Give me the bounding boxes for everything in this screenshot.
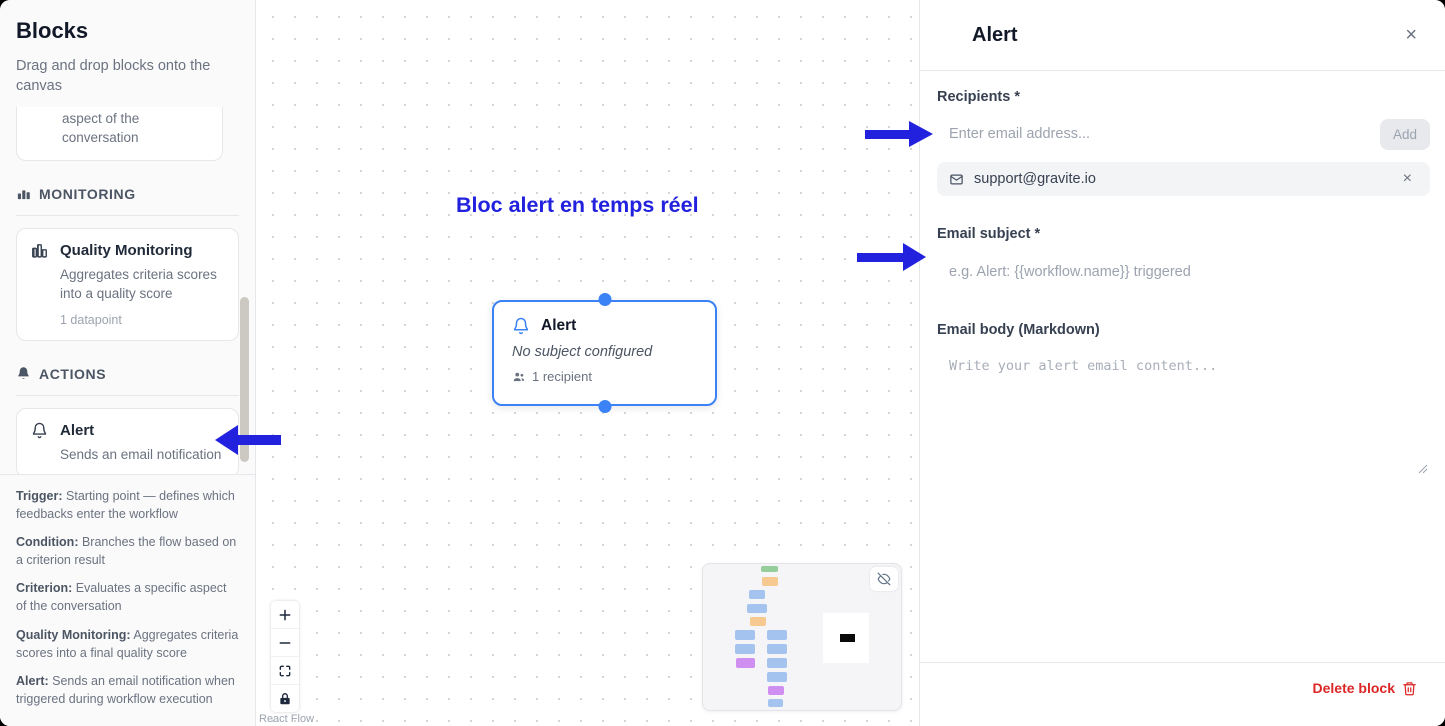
node-handle-bottom[interactable] — [598, 400, 611, 413]
block-card-alert[interactable]: Alert Sends an email notification — [16, 407, 239, 474]
section-header-actions: ACTIONS — [16, 366, 239, 382]
email-body-label: Email body (Markdown) — [937, 322, 1100, 338]
resize-grip-icon[interactable] — [1418, 464, 1428, 474]
legend-item: Trigger: Starting point — defines which … — [16, 488, 235, 521]
lock-icon — [280, 692, 290, 704]
minimap-toggle-button[interactable] — [870, 567, 898, 591]
minimap-node — [735, 644, 755, 654]
alert-card-head: Alert — [31, 422, 224, 439]
bell-icon — [18, 367, 29, 380]
delete-block-label: Delete block — [1312, 680, 1395, 696]
alert-card-description: Sends an email notification — [60, 446, 222, 462]
bell-icon — [32, 422, 47, 439]
minimap-node — [735, 630, 755, 640]
email-subject-label: Email subject * — [937, 226, 1041, 242]
minimap-node — [761, 566, 778, 572]
trash-icon — [1403, 681, 1416, 695]
section-header-monitoring: MONITORING — [16, 186, 239, 202]
quality-card-title: Quality Monitoring — [60, 241, 193, 259]
zoom-in-button[interactable] — [271, 601, 299, 629]
bar-chart-icon — [17, 190, 30, 200]
minimap-node — [736, 658, 755, 668]
minimap-node — [749, 590, 765, 599]
block-legend: Trigger: Starting point — defines which … — [0, 473, 255, 726]
minimap-node — [767, 644, 787, 654]
recipient-input-row: Add — [937, 118, 1430, 150]
sidebar-subtitle: Drag and drop blocks onto the canvas — [16, 58, 211, 95]
react-flow-attribution[interactable]: React Flow — [259, 713, 315, 725]
panel-header: Alert × — [920, 0, 1445, 71]
remove-recipient-button[interactable]: × — [1397, 170, 1418, 188]
alert-node[interactable]: Alert No subject configured 1 recipient — [492, 293, 717, 413]
minimap-node — [762, 577, 778, 586]
alert-node-title: Alert — [541, 317, 577, 334]
legend-item: Quality Monitoring: Aggregates criteria … — [16, 627, 239, 660]
annotation-title: Bloc alert en temps réel — [456, 193, 699, 217]
partial-card-text: aspect of the conversation — [62, 110, 140, 146]
users-icon — [513, 372, 525, 381]
minimap-node — [747, 604, 767, 613]
delete-block-button[interactable]: Delete block — [1307, 679, 1423, 697]
section-actions-label: ACTIONS — [39, 365, 107, 382]
panel-footer: Delete block — [920, 662, 1445, 726]
recipient-chip: support@gravite.io × — [937, 162, 1430, 196]
blocks-sidebar: Blocks Drag and drop blocks onto the can… — [0, 0, 256, 726]
fit-view-button[interactable] — [271, 657, 299, 685]
eye-off-icon — [877, 572, 891, 586]
alert-node-recipients: 1 recipient — [512, 369, 700, 384]
quality-card-description: Aggregates criteria scores into a qualit… — [60, 266, 217, 302]
flow-controls — [271, 601, 299, 712]
minimap-node — [767, 658, 787, 668]
minimap-node — [768, 699, 783, 707]
minimap-node — [750, 617, 766, 626]
minimap-node — [767, 630, 787, 640]
sidebar-title: Blocks — [16, 18, 89, 43]
section-monitoring-label: MONITORING — [39, 185, 136, 202]
legend-item: Alert: Sends an email notification when … — [16, 673, 235, 706]
quality-card-meta: 1 datapoint — [60, 312, 122, 327]
flow-canvas[interactable]: Bloc alert en temps réel Alert No subjec… — [256, 0, 919, 726]
email-subject-input[interactable] — [937, 255, 1430, 289]
zoom-out-button[interactable] — [271, 629, 299, 657]
minimap[interactable] — [702, 563, 902, 711]
close-panel-button[interactable]: × — [1399, 24, 1423, 46]
envelope-icon — [950, 174, 963, 184]
fit-view-icon — [279, 665, 291, 676]
alert-node-subtitle: No subject configured — [512, 344, 653, 360]
sidebar-header: Blocks Drag and drop blocks onto the can… — [0, 0, 255, 97]
email-address-input[interactable] — [937, 118, 1372, 150]
recipients-label: Recipients * — [937, 89, 1020, 105]
legend-item: Criterion: Evaluates a specific aspect o… — [16, 581, 227, 614]
alert-node-head: Alert — [512, 317, 700, 335]
email-body-wrap — [937, 349, 1430, 474]
minimap-current-node — [840, 634, 855, 642]
alert-node-recipients-label: 1 recipient — [532, 369, 592, 384]
panel-title: Alert — [972, 23, 1018, 46]
plus-icon — [279, 609, 291, 620]
node-handle-top[interactable] — [598, 293, 611, 306]
recipient-email: support@gravite.io — [974, 171, 1096, 187]
alert-config-panel: Alert × Recipients * Add support@gravite… — [919, 0, 1445, 726]
minimap-node — [768, 686, 784, 695]
sidebar-scrollbar-thumb[interactable] — [240, 297, 249, 462]
lock-button[interactable] — [271, 685, 299, 712]
bell-icon — [513, 317, 529, 335]
quality-card-head: Quality Monitoring — [31, 242, 224, 259]
minus-icon — [279, 641, 291, 644]
block-card-criterion-partial[interactable]: aspect of the conversation — [16, 106, 223, 161]
add-recipient-button[interactable]: Add — [1379, 118, 1430, 150]
email-body-textarea[interactable] — [937, 349, 1430, 467]
legend-item: Condition: Branches the flow based on a … — [16, 535, 237, 568]
blocks-scroll-area[interactable]: aspect of the conversation MONITORING Qu… — [0, 97, 255, 474]
minimap-node — [767, 672, 787, 682]
block-card-quality-monitoring[interactable]: Quality Monitoring Aggregates criteria s… — [16, 227, 239, 341]
section-divider — [16, 214, 239, 216]
alert-card-title: Alert — [60, 421, 95, 439]
chart-column-icon — [32, 243, 47, 258]
section-divider — [16, 394, 239, 396]
panel-body: Recipients * Add support@gravite.io × Em… — [920, 71, 1445, 662]
